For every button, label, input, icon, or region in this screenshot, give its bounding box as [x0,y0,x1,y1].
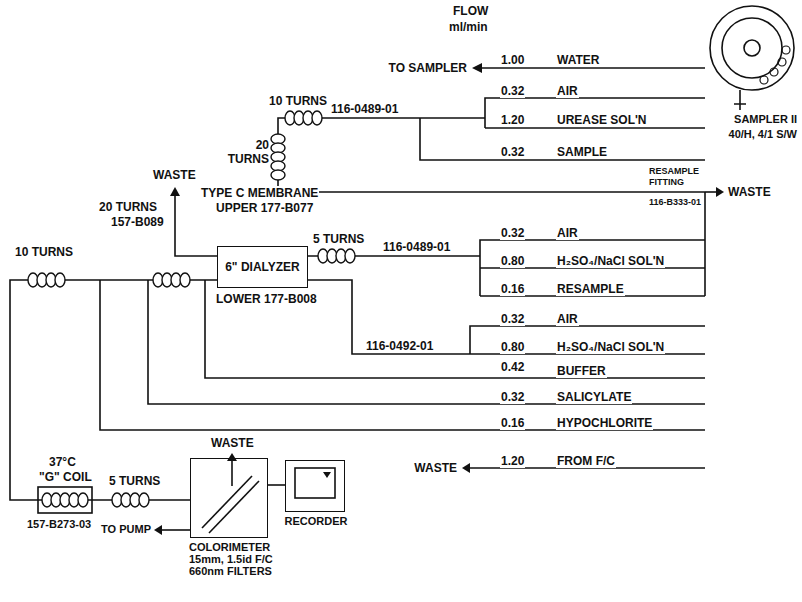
manifold-label: H₂SO₄/NaCl SOL'N [556,254,665,268]
manifold-label: "G" COIL [38,470,93,484]
manifold-label: FROM F/C [556,454,616,468]
coil-turn [345,249,355,263]
manifold-label: 116-B333-01 [648,197,702,208]
manifold-label: 1.00 [500,53,525,67]
manifold-label: 0.32 [500,226,525,240]
manifold-label: 0.80 [500,340,525,354]
flow-line [268,484,285,486]
manifold-label: AIR [556,84,579,98]
box-text: RECORDER [271,515,361,527]
manifold-label: RESAMPLE FITTING [648,166,708,188]
manifold-label: TYPE C MEMBRANE [200,186,319,200]
manifold-label: 116-0492-01 [365,339,434,353]
manifold-label: WASTE [727,185,772,199]
mixing-coils [28,111,355,507]
manifold-label: RESAMPLE [556,282,625,296]
manifold-label: TO PUMP [100,523,152,536]
manifold-label: 0.32 [500,84,525,98]
tubing [38,6,794,533]
coil-turn [139,493,149,507]
manifold-label: ml/min [448,20,489,34]
box-text: 6" DIALYZER [225,260,300,274]
manifold-label: WASTE [413,461,458,475]
sampler-cups [760,46,790,84]
manifold-label: 40/H, 4/1 S/W [728,128,798,141]
manifold-label: 5 TURNS [108,474,161,488]
coil-turn [271,170,285,180]
manifold-label: FLOW [452,4,489,18]
manifold-label: 0.32 [500,390,525,404]
manifold-label: SALICYLATE [556,390,632,404]
colorimeter-box: COLORIMETER 15mm, 1.5id F/C 660nm FILTER… [190,458,268,538]
manifold-label: 37°C [48,455,77,469]
manifold-label: SAMPLER II [733,113,798,126]
manifold-label: UPPER 177-B077 [215,201,314,215]
manifold-label: 20 TURNS [98,200,158,214]
manifold-label: 0.42 [500,360,525,374]
manifold-label: 10 TURNS [268,94,328,108]
arrowheads [154,63,724,535]
coil-turn [180,273,190,287]
manifold-label: LOWER 177-B008 [215,292,318,306]
coil-turn [55,273,65,287]
manifold-label: 0.16 [500,416,525,430]
dialyzer-box: 6" DIALYZER [217,246,308,288]
coil-turn [312,111,322,125]
recorder-box: RECORDER [285,460,345,512]
manifold-label: AIR [556,226,579,240]
manifold-label: H₂SO₄/NaCl SOL'N [556,340,665,354]
manifold-label: 116-0489-01 [382,240,451,254]
manifold-label: 157-B273-03 [26,518,92,531]
flow-line [10,280,217,500]
manifold-label: 1.20 [500,113,525,127]
manifold-label: 0.16 [500,282,525,296]
manifold-label: SAMPLE [556,145,608,159]
manifold-label: 0.80 [500,254,525,268]
manifold-label: HYPOCHLORITE [556,416,653,430]
manifold-label: 0.32 [500,145,525,159]
manifold-label: 5 TURNS [312,232,365,246]
box-text: COLORIMETER 15mm, 1.5id F/C 660nm FILTER… [189,541,293,577]
manifold-label: 0.32 [500,312,525,326]
manifold-label: WASTE [152,168,197,182]
manifold-label: TO SAMPLER [388,61,468,75]
manifold-label: BUFFER [556,364,607,378]
coil-turn [78,493,88,507]
manifold-label: 20 TURNS [222,138,270,166]
manifold-label: 157-B089 [110,215,165,229]
manifold-label: AIR [556,312,579,326]
manifold-label: 10 TURNS [14,245,74,259]
manifold-label: UREASE SOL'N [556,113,648,127]
manifold-label: 116-0489-01 [330,102,399,116]
manifold-label: 1.20 [500,454,525,468]
manifold-label: WATER [556,53,600,67]
manifold-label: WASTE [210,436,255,450]
